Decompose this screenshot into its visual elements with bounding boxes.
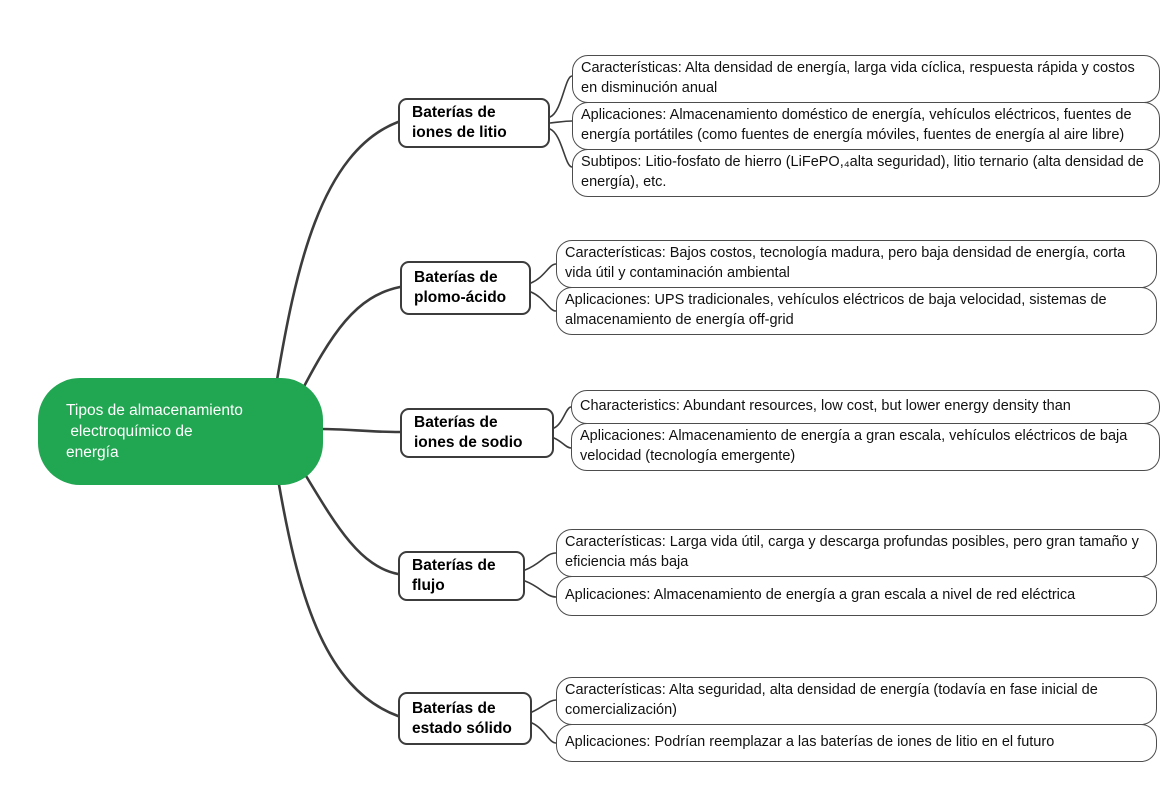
leaf-group-estado-solido: Características: Alta seguridad, alta de… <box>556 677 1157 762</box>
branch-topic-flujo[interactable]: Baterías de flujo <box>398 551 525 601</box>
leaf-topic-caracteristicas[interactable]: Características: Alta seguridad, alta de… <box>556 677 1157 725</box>
branch-topic-litio[interactable]: Baterías de iones de litio <box>398 98 550 148</box>
branch-topic-estado-solido[interactable]: Baterías de estado sólido <box>398 692 532 745</box>
leaf-topic-caracteristicas[interactable]: Características: Larga vida útil, carga … <box>556 529 1157 577</box>
leaf-topic-aplicaciones[interactable]: Aplicaciones: Almacenamiento doméstico d… <box>572 102 1160 150</box>
leaf-topic-characteristics[interactable]: Characteristics: Abundant resources, low… <box>571 390 1160 424</box>
branch-topic-plomo-acido[interactable]: Baterías de plomo-ácido <box>400 261 531 315</box>
leaf-group-sodio: Characteristics: Abundant resources, low… <box>571 390 1160 471</box>
leaf-topic-aplicaciones[interactable]: Aplicaciones: Podrían reemplazar a las b… <box>556 724 1157 762</box>
leaf-group-flujo: Características: Larga vida útil, carga … <box>556 529 1157 616</box>
leaf-topic-aplicaciones[interactable]: Aplicaciones: UPS tradicionales, vehícul… <box>556 287 1157 335</box>
leaf-topic-subtipos[interactable]: Subtipos: Litio-fosfato de hierro (LiFeP… <box>572 149 1160 197</box>
leaf-topic-caracteristicas[interactable]: Características: Alta densidad de energí… <box>572 55 1160 103</box>
branch-topic-sodio[interactable]: Baterías de iones de sodio <box>400 408 554 458</box>
leaf-group-litio: Características: Alta densidad de energí… <box>572 55 1160 197</box>
root-topic[interactable]: Tipos de almacenamiento electroquímico d… <box>38 378 323 485</box>
leaf-group-plomo-acido: Características: Bajos costos, tecnologí… <box>556 240 1157 335</box>
leaf-topic-caracteristicas[interactable]: Características: Bajos costos, tecnologí… <box>556 240 1157 288</box>
leaf-topic-aplicaciones[interactable]: Aplicaciones: Almacenamiento de energía … <box>571 423 1160 471</box>
leaf-topic-aplicaciones[interactable]: Aplicaciones: Almacenamiento de energía … <box>556 576 1157 616</box>
